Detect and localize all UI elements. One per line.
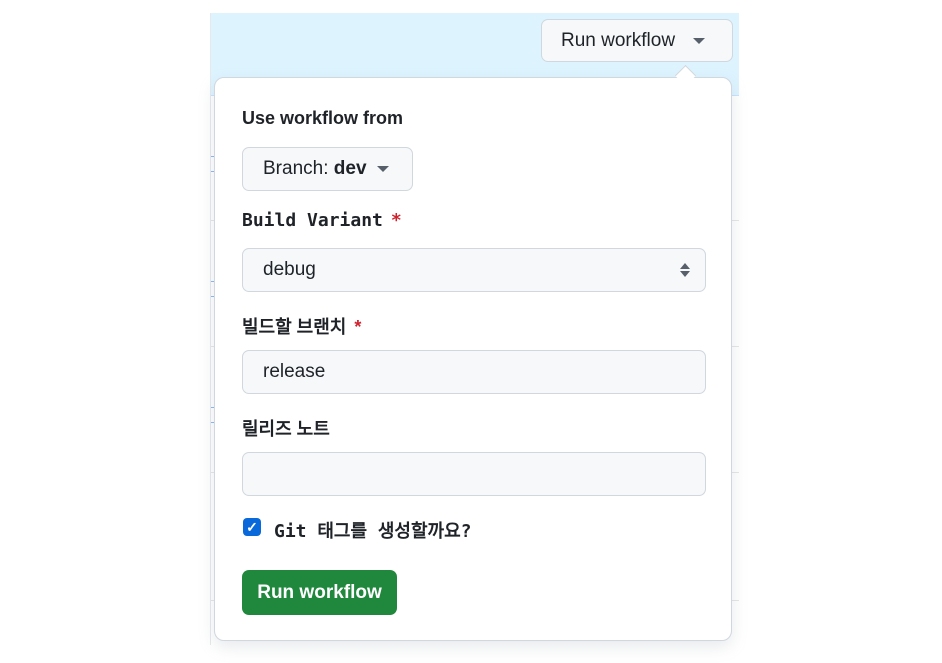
git-tag-label: Git 태그를 생성할까요? xyxy=(274,521,472,542)
required-mark: * xyxy=(390,210,402,231)
release-notes-input[interactable] xyxy=(242,452,706,496)
run-workflow-label: Run workflow xyxy=(561,29,676,51)
build-branch-input[interactable]: release xyxy=(242,350,706,394)
run-workflow-dropdown-button[interactable]: Run workflow xyxy=(541,19,733,62)
build-branch-value: release xyxy=(263,361,326,382)
required-mark: * xyxy=(354,317,362,337)
branch-select-button[interactable]: Branch: dev xyxy=(242,147,413,191)
build-branch-label: 빌드할 브랜치* xyxy=(242,317,362,337)
branch-prefix: Branch: xyxy=(263,158,334,179)
run-workflow-popover: Use workflow from Branch: dev Build Vari… xyxy=(214,77,732,641)
chevron-down-icon xyxy=(376,166,389,172)
select-arrows-icon xyxy=(680,263,690,277)
run-workflow-submit-button[interactable]: Run workflow xyxy=(242,570,397,615)
branch-value: dev xyxy=(333,158,367,179)
git-tag-checkbox[interactable]: ✓ xyxy=(243,518,261,536)
release-notes-label: 릴리즈 노트 xyxy=(242,419,330,439)
chevron-down-icon xyxy=(693,37,706,44)
source-label: Use workflow from xyxy=(242,108,404,128)
build-variant-select[interactable]: debug xyxy=(242,248,706,292)
build-variant-value: debug xyxy=(263,259,316,280)
build-variant-label: Build Variant* xyxy=(242,210,402,231)
